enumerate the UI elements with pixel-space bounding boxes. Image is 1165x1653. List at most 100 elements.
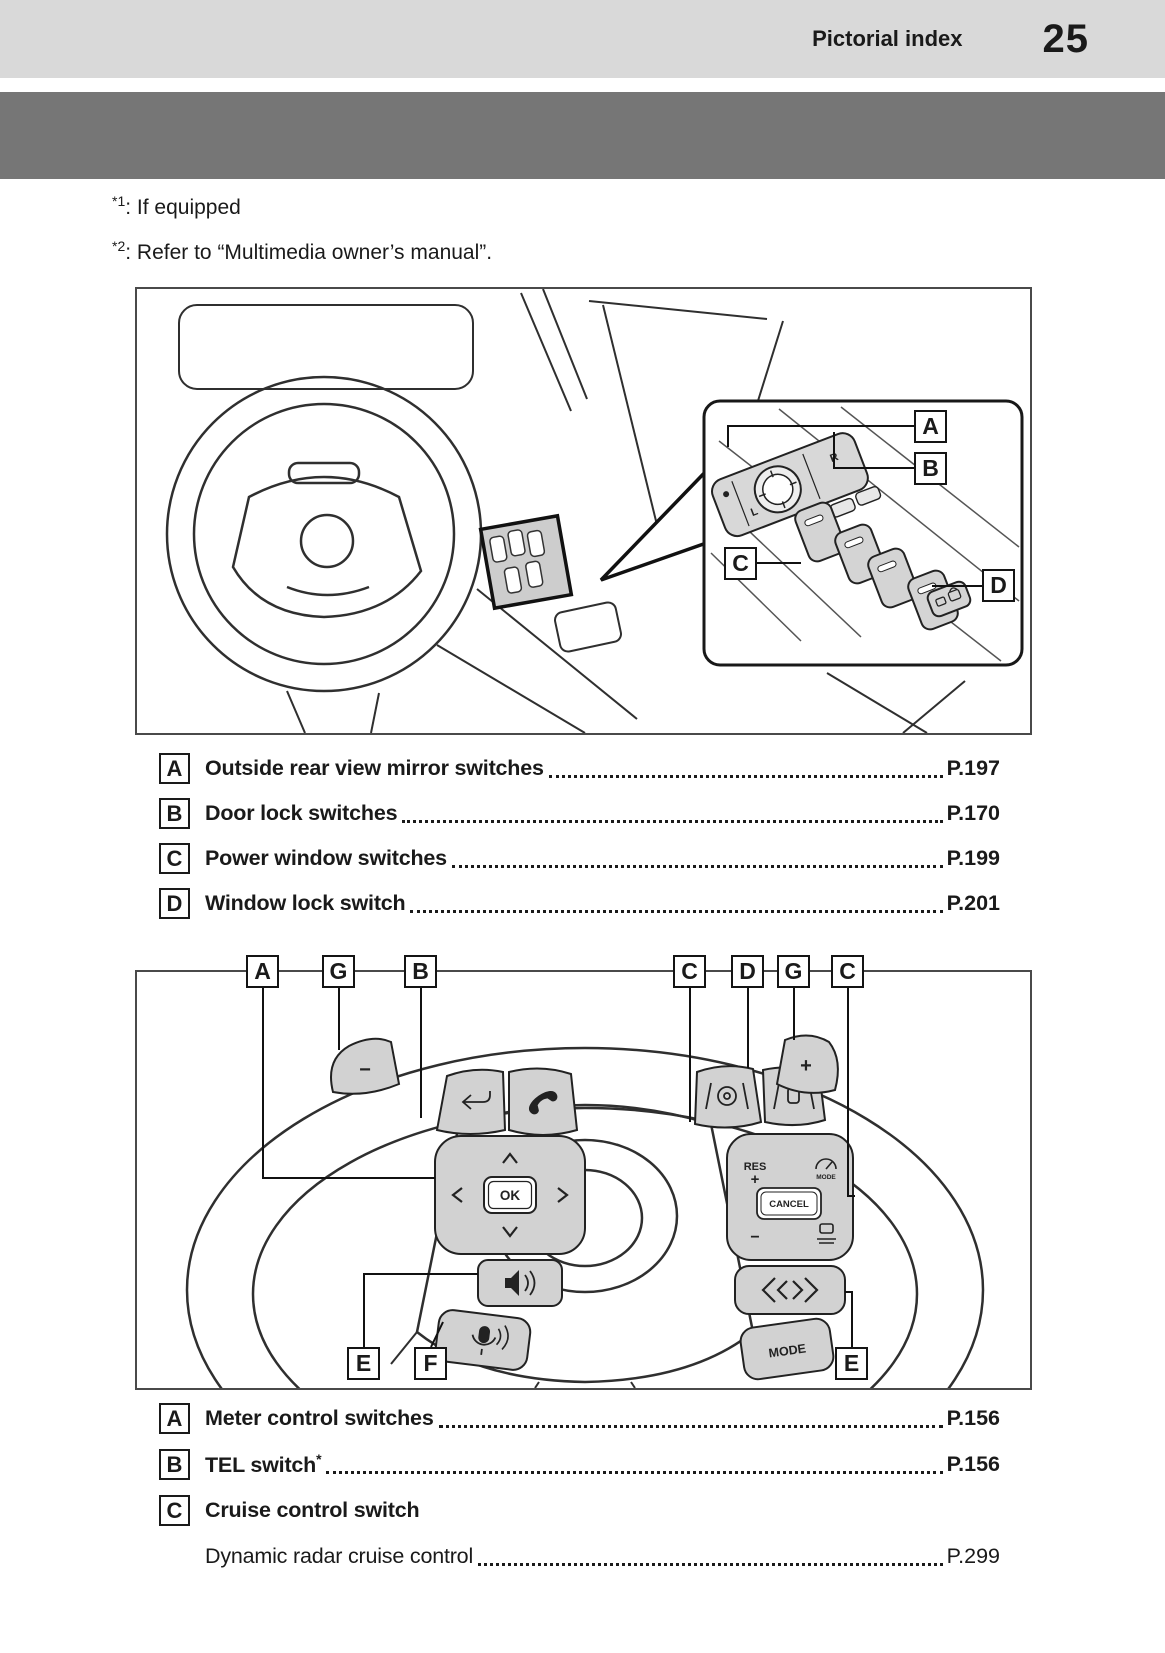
dotted-leader — [402, 820, 943, 823]
footnote-asterisk: * — [316, 1450, 322, 1467]
callout-box-g-left: G — [322, 955, 355, 988]
mirror-left-label: L — [749, 505, 760, 519]
index-title: Power window switches — [205, 846, 447, 870]
window-switch-location-box — [478, 513, 574, 611]
talk-button — [434, 1309, 532, 1371]
index-row: A Meter control switches P.156 — [159, 1402, 1000, 1435]
page-ref: P.201 — [946, 891, 1000, 915]
page-ref: P.299 — [946, 1544, 1000, 1568]
ok-button: OK — [483, 1176, 537, 1214]
mode-label: MODE — [768, 1341, 807, 1360]
footnote-1: *1: If equipped — [112, 188, 492, 221]
vehicle-distance-icon — [817, 1223, 836, 1244]
mic-icon — [471, 1325, 509, 1355]
dpad-arrows-icon — [451, 1152, 569, 1238]
footnote-marker: *1 — [112, 193, 126, 209]
footnote-text: : Refer to “Multimedia owner’s manual”. — [125, 241, 493, 264]
callout-box-f: F — [414, 1347, 447, 1380]
volume-switch — [477, 1259, 563, 1307]
page-ref: P.197 — [946, 756, 1000, 780]
lane-assist-icon — [705, 1082, 749, 1110]
callout-box-e-right: E — [835, 1347, 868, 1380]
cruise-mode-icon — [815, 1158, 837, 1170]
dotted-leader — [438, 1425, 943, 1428]
dotted-leader — [410, 910, 943, 913]
return-arrow-icon — [461, 1091, 491, 1110]
callout-tag: C — [159, 1495, 190, 1526]
callout-box-c-right: C — [831, 955, 864, 988]
window-lock-switch — [926, 580, 972, 618]
index-title: TEL switch* — [205, 1450, 322, 1478]
callout-tag: A — [159, 1403, 190, 1434]
page-header: Pictorial index 25 — [0, 0, 1165, 78]
left-paddle-switch: − — [330, 1037, 401, 1095]
right-paddle-switch: + — [775, 1034, 839, 1094]
steering-wheel-diagram: − — [185, 988, 985, 1388]
paddle-plus-label: + — [800, 1055, 812, 1077]
callout-box-c-left: C — [673, 955, 706, 988]
callout-box-c: C — [724, 547, 757, 580]
res-label: RES — [744, 1161, 767, 1173]
page-ref: P.156 — [946, 1406, 1000, 1430]
dotted-leader — [548, 775, 943, 778]
footnote-2: *2: Refer to “Multimedia owner’s manual”… — [112, 233, 492, 266]
footnote-text: : If equipped — [125, 196, 241, 219]
mirror-switch-unit: L R — [711, 432, 882, 538]
index-title: Window lock switch — [205, 891, 406, 915]
index-title: Door lock switches — [205, 801, 398, 825]
index-list-steering-switches: A Meter control switches P.156 B TEL swi… — [159, 1402, 1000, 1586]
footnotes: *1: If equipped *2: Refer to “Multimedia… — [112, 188, 492, 278]
lane-tracing-button — [693, 1065, 763, 1129]
meter-control-pad: OK — [434, 1135, 586, 1255]
index-row: A Outside rear view mirror switches P.19… — [159, 752, 1000, 785]
page-title: Pictorial index — [812, 26, 963, 51]
callout-tag: D — [159, 888, 190, 919]
index-row: D Window lock switch P.201 — [159, 887, 1000, 920]
lane-change-arrows-button — [734, 1265, 846, 1315]
index-row: C Power window switches P.199 — [159, 842, 1000, 875]
dotted-leader — [451, 865, 943, 868]
page-ref: P.199 — [946, 846, 1000, 870]
cruise-control-pad: RES + MODE CANCEL − — [726, 1133, 854, 1261]
callout-tag: C — [159, 843, 190, 874]
callout-box-b: B — [404, 955, 437, 988]
dotted-leader — [326, 1471, 943, 1474]
page-ref: P.170 — [946, 801, 1000, 825]
dotted-leader — [478, 1563, 943, 1566]
section-band — [0, 92, 1165, 179]
dashboard-art — [178, 289, 966, 733]
index-title: Outside rear view mirror switches — [205, 756, 544, 780]
index-list-door-switches: A Outside rear view mirror switches P.19… — [159, 752, 1000, 932]
callout-box-e-left: E — [347, 1347, 380, 1380]
cruise-mode-label: MODE — [816, 1174, 836, 1181]
callout-box-d: D — [982, 569, 1015, 602]
callout-leader-lines — [727, 425, 982, 587]
phone-icon — [529, 1091, 558, 1115]
speaker-icon — [505, 1270, 536, 1296]
callout-box-d: D — [731, 955, 764, 988]
voice-back-button — [435, 1068, 507, 1135]
set-minus-label: − — [750, 1229, 759, 1246]
index-subrow: Dynamic radar cruise control P.299 — [159, 1540, 1000, 1573]
callout-tag: B — [159, 1449, 190, 1480]
index-title: Meter control switches — [205, 1406, 434, 1430]
page-ref: P.156 — [946, 1452, 1000, 1476]
paddle-minus-label: − — [359, 1059, 371, 1081]
callout-leader-lines — [262, 988, 855, 1348]
window-lock-icon — [935, 596, 947, 607]
callout-box-b: B — [914, 452, 947, 485]
ok-label: OK — [500, 1188, 521, 1203]
cancel-button: CANCEL — [756, 1187, 822, 1220]
chevrons-icon — [761, 1277, 819, 1303]
cancel-label: CANCEL — [769, 1199, 809, 1210]
door-switch-diagram: L R — [165, 289, 1024, 733]
window-switch-pictogram — [489, 529, 546, 594]
page-number: 25 — [1042, 16, 1089, 61]
mode-button: MODE — [739, 1317, 835, 1381]
callout-box-a: A — [246, 955, 279, 988]
index-row: B Door lock switches P.170 — [159, 797, 1000, 830]
phone-button — [508, 1067, 579, 1136]
callout-box-g-right: G — [777, 955, 810, 988]
res-plus-label: + — [751, 1171, 760, 1188]
